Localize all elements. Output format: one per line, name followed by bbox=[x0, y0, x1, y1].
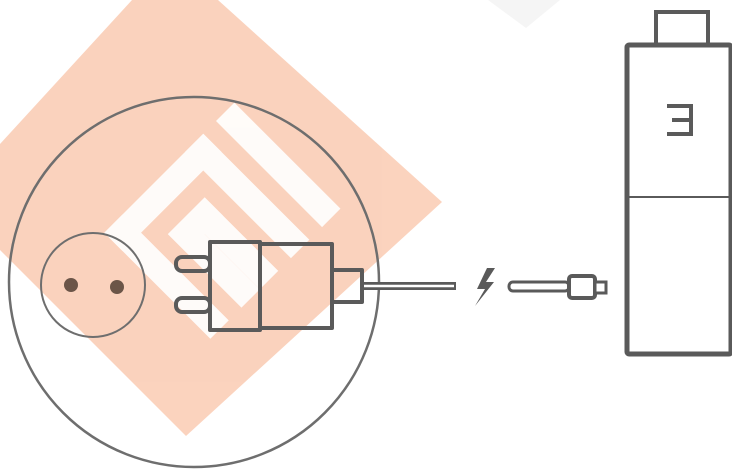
lightning-bolt-icon bbox=[475, 268, 495, 306]
device-stick-icon bbox=[627, 12, 731, 354]
mi-logo-watermark bbox=[0, 0, 560, 436]
usb-cable-icon bbox=[509, 276, 606, 298]
mi-logo-icon bbox=[667, 104, 693, 136]
